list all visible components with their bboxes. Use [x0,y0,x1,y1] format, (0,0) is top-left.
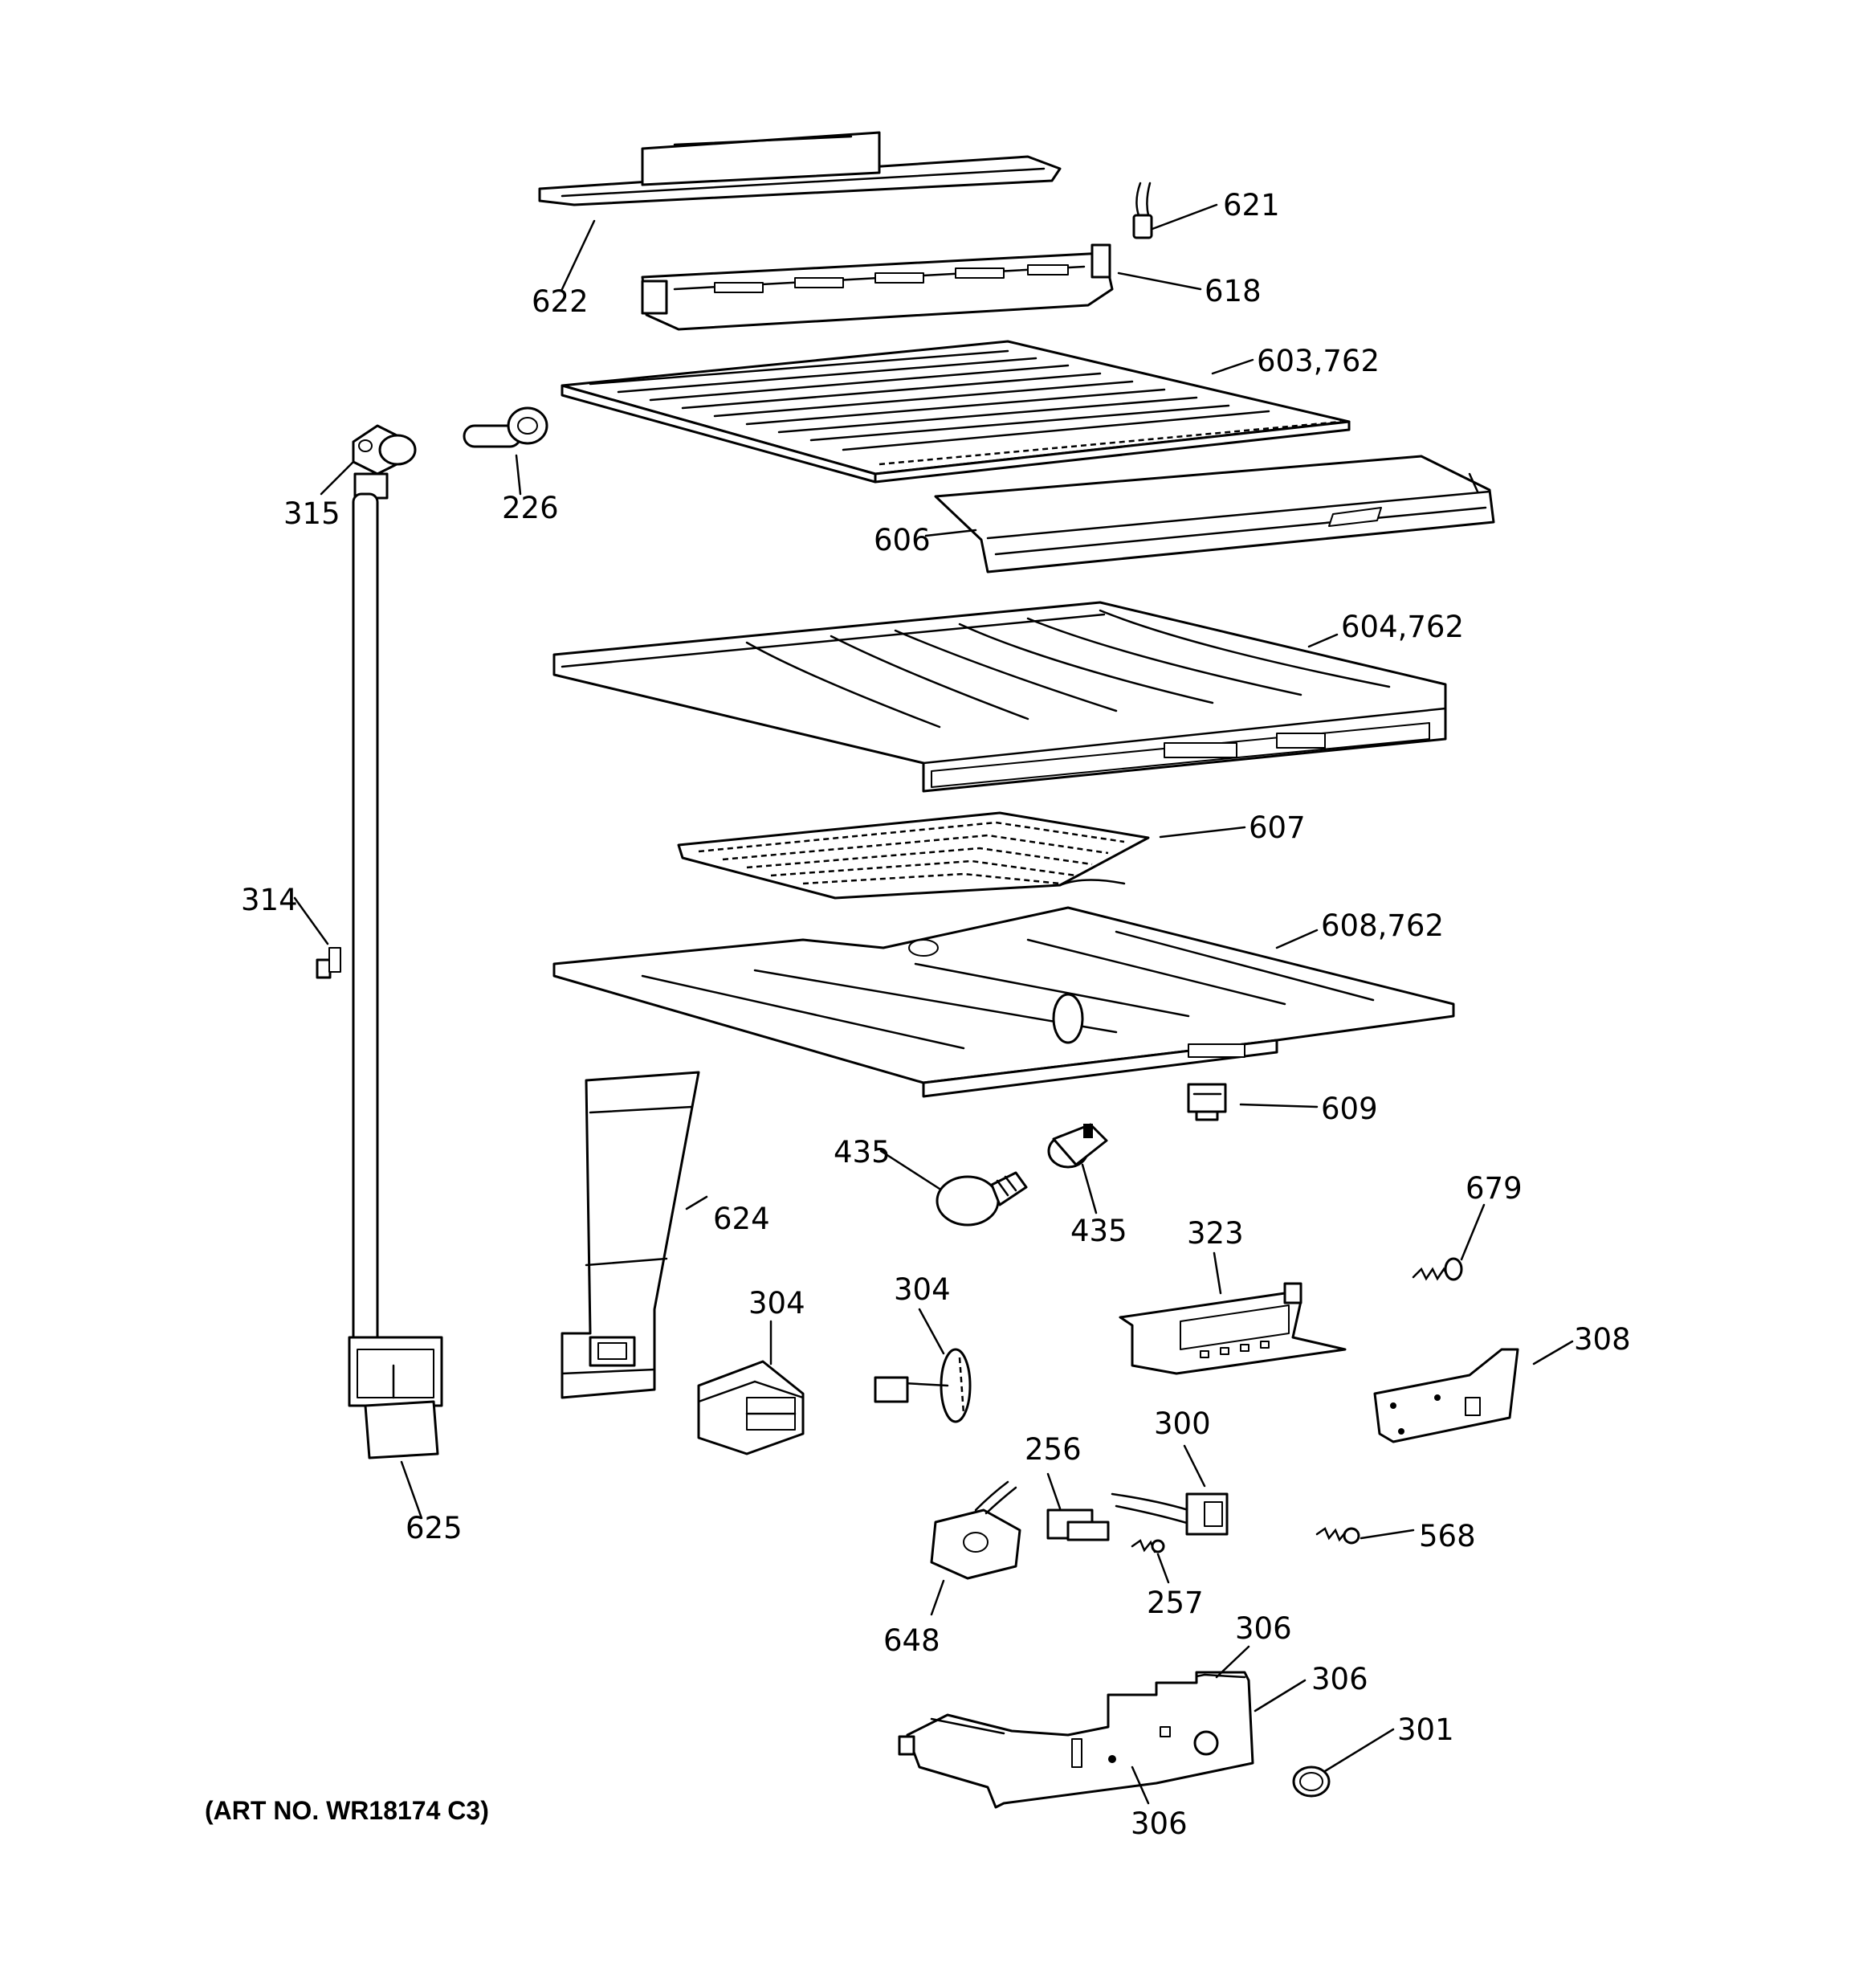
callout-648: 648 [883,1623,940,1658]
part-304-cover [697,1360,805,1455]
part-435-bulb [936,1171,1028,1227]
callout-606: 606 [874,523,931,557]
callout-300: 300 [1154,1406,1211,1441]
part-621-tube [1132,182,1153,239]
callout-315: 315 [283,496,340,531]
callout-435-bulb: 435 [834,1135,891,1170]
part-256-switch [1046,1508,1110,1541]
part-226-pin [463,406,548,448]
callout-621: 621 [1223,188,1280,222]
part-300-thermostat [1111,1492,1229,1536]
callout-435-socket: 435 [1070,1214,1127,1248]
art-number: (ART NO. WR18174 C3) [205,1796,489,1825]
callout-301: 301 [1397,1712,1454,1747]
callout-314: 314 [241,883,298,917]
part-257-screw [1131,1539,1165,1553]
callout-306-top: 306 [1235,1611,1292,1646]
callout-607: 607 [1249,810,1306,845]
part-308-plate [1373,1348,1519,1443]
part-607-heater [677,811,1150,900]
callout-256: 256 [1025,1432,1082,1467]
callout-226: 226 [502,491,559,525]
callout-308: 308 [1574,1322,1631,1357]
callout-304-knob: 304 [894,1272,951,1307]
part-306-housing [898,1671,1254,1809]
callout-323: 323 [1187,1216,1244,1251]
callout-624: 624 [713,1202,770,1236]
part-648-timer [930,1480,1021,1580]
callout-622: 622 [532,284,589,319]
callout-679: 679 [1466,1171,1523,1206]
part-315-rod-bracket [352,424,417,1350]
part-568-screw [1315,1527,1360,1545]
callout-625: 625 [406,1511,463,1545]
part-625-housing [348,1336,443,1459]
callout-257: 257 [1147,1586,1204,1620]
callout-609: 609 [1321,1092,1378,1126]
callout-603-762: 603,762 [1257,344,1380,378]
callout-306-right: 306 [1311,1662,1368,1696]
callout-304-cover: 304 [748,1286,805,1321]
part-435-socket [1047,1123,1108,1169]
part-624-duct [561,1071,700,1399]
part-301-knob [1292,1766,1331,1798]
part-609-switch [1187,1083,1227,1121]
part-618-bracket [641,243,1114,331]
leader-lines [293,203,1574,1805]
part-304-knob [874,1348,972,1423]
callout-306-bottom: 306 [1131,1806,1188,1841]
callout-608-762: 608,762 [1321,908,1444,943]
part-608-crisper-pan [552,906,1455,1098]
callout-568: 568 [1419,1519,1476,1553]
part-622-cover [538,131,1062,206]
callout-604-762: 604,762 [1341,610,1464,644]
part-679-screw [1412,1257,1463,1281]
part-604-crisper-cover [552,601,1447,793]
callout-618: 618 [1205,274,1262,308]
part-603-shelf [561,340,1351,484]
part-323-bracket [1119,1282,1347,1375]
part-314-clip [316,947,341,979]
part-606-frame [934,455,1495,574]
